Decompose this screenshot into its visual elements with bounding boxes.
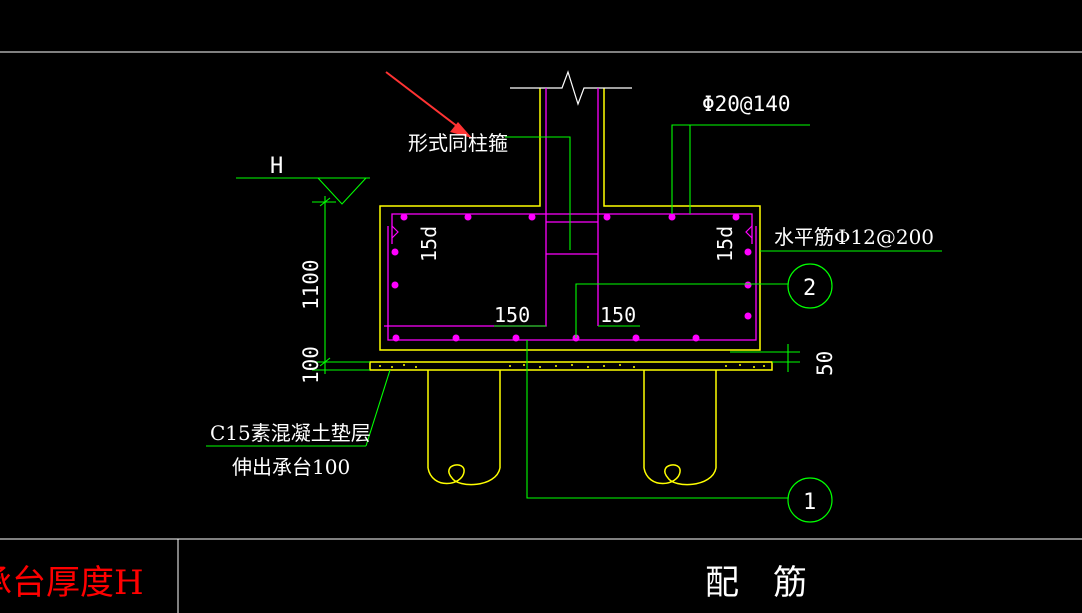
dim-cover-label: 50: [813, 351, 837, 376]
level-mark-label: H: [270, 154, 283, 179]
pile-cap-outline: [369, 88, 773, 486]
annotation-arrow: [385, 71, 472, 138]
offset-left-label: 150: [494, 303, 530, 327]
callout-2-label: 2: [803, 276, 816, 301]
leader-lines: [206, 124, 942, 499]
horizontal-rebar-label: 水平筋Φ12@200: [774, 225, 934, 249]
anchor-right-label: 15d: [713, 226, 737, 262]
table-cell-reinforcement: 配 筋: [705, 563, 807, 603]
stirrup-note-label: 形式同柱箍: [408, 131, 508, 155]
anchor-left-label: 15d: [417, 226, 441, 262]
callout-circle-1: [787, 477, 833, 523]
offset-right-label: 150: [600, 303, 636, 327]
top-rebar-label: Φ20@140: [702, 92, 791, 116]
rebar-dots: [391, 213, 752, 342]
anchor-marks: [391, 225, 753, 239]
bedding-label-line2: 伸出承台100: [232, 455, 350, 479]
bedding-stipple: [379, 364, 765, 368]
table-cell-thickness: 承台厚度H: [0, 563, 144, 603]
column-break-line: [510, 70, 632, 106]
dim-bedding-label: 100: [299, 346, 323, 384]
dim-height-label: 1100: [299, 259, 323, 310]
callout-1-label: 1: [803, 490, 816, 515]
bedding-label-line1: C15素混凝土垫层: [210, 421, 371, 445]
callout-circle-2: [787, 263, 833, 309]
